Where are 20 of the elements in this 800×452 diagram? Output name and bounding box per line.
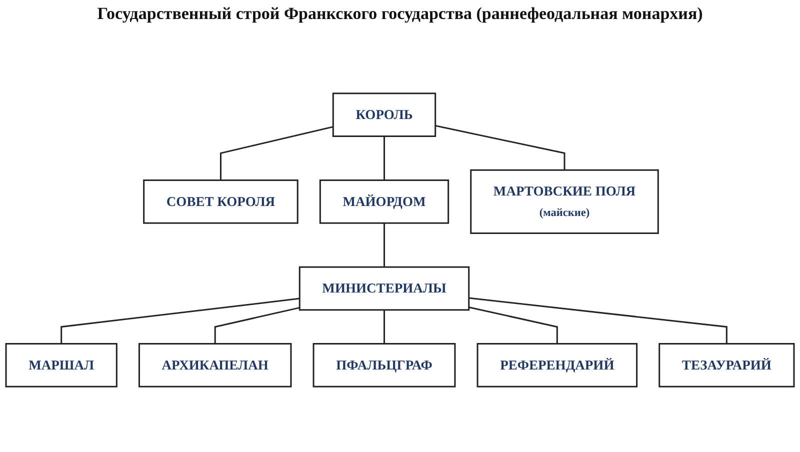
node-box: АРХИКАПЕЛАН [138, 343, 292, 388]
node-box: ПФАЛЬЦГРАФ [312, 343, 456, 388]
connector [435, 124, 566, 170]
node-box: МАРШАЛ [5, 343, 118, 388]
connector [220, 126, 334, 180]
connector [214, 306, 300, 344]
node-box: РЕФЕРЕНДАРИЙ [476, 343, 638, 388]
node-box: СОВЕТ КОРОЛЯ [143, 179, 298, 224]
diagram-title: Государственный строй Франкского государства (раннефеодальная монархия) [96, 3, 704, 25]
connector [383, 136, 385, 180]
connector [468, 306, 558, 344]
node-box: ТЕЗАУРАРИЙ [658, 343, 795, 388]
connector [383, 310, 385, 344]
connector [468, 297, 728, 344]
connector [60, 298, 300, 344]
node-box: МАРТОВСКИЕ ПОЛЯ (майские) [470, 169, 659, 234]
node-box: МАЙОРДОМ [319, 179, 450, 224]
node-box: МИНИСТЕРИАЛЫ [298, 266, 470, 311]
node-box: КОРОЛЬ [332, 92, 436, 137]
connector [383, 223, 385, 268]
